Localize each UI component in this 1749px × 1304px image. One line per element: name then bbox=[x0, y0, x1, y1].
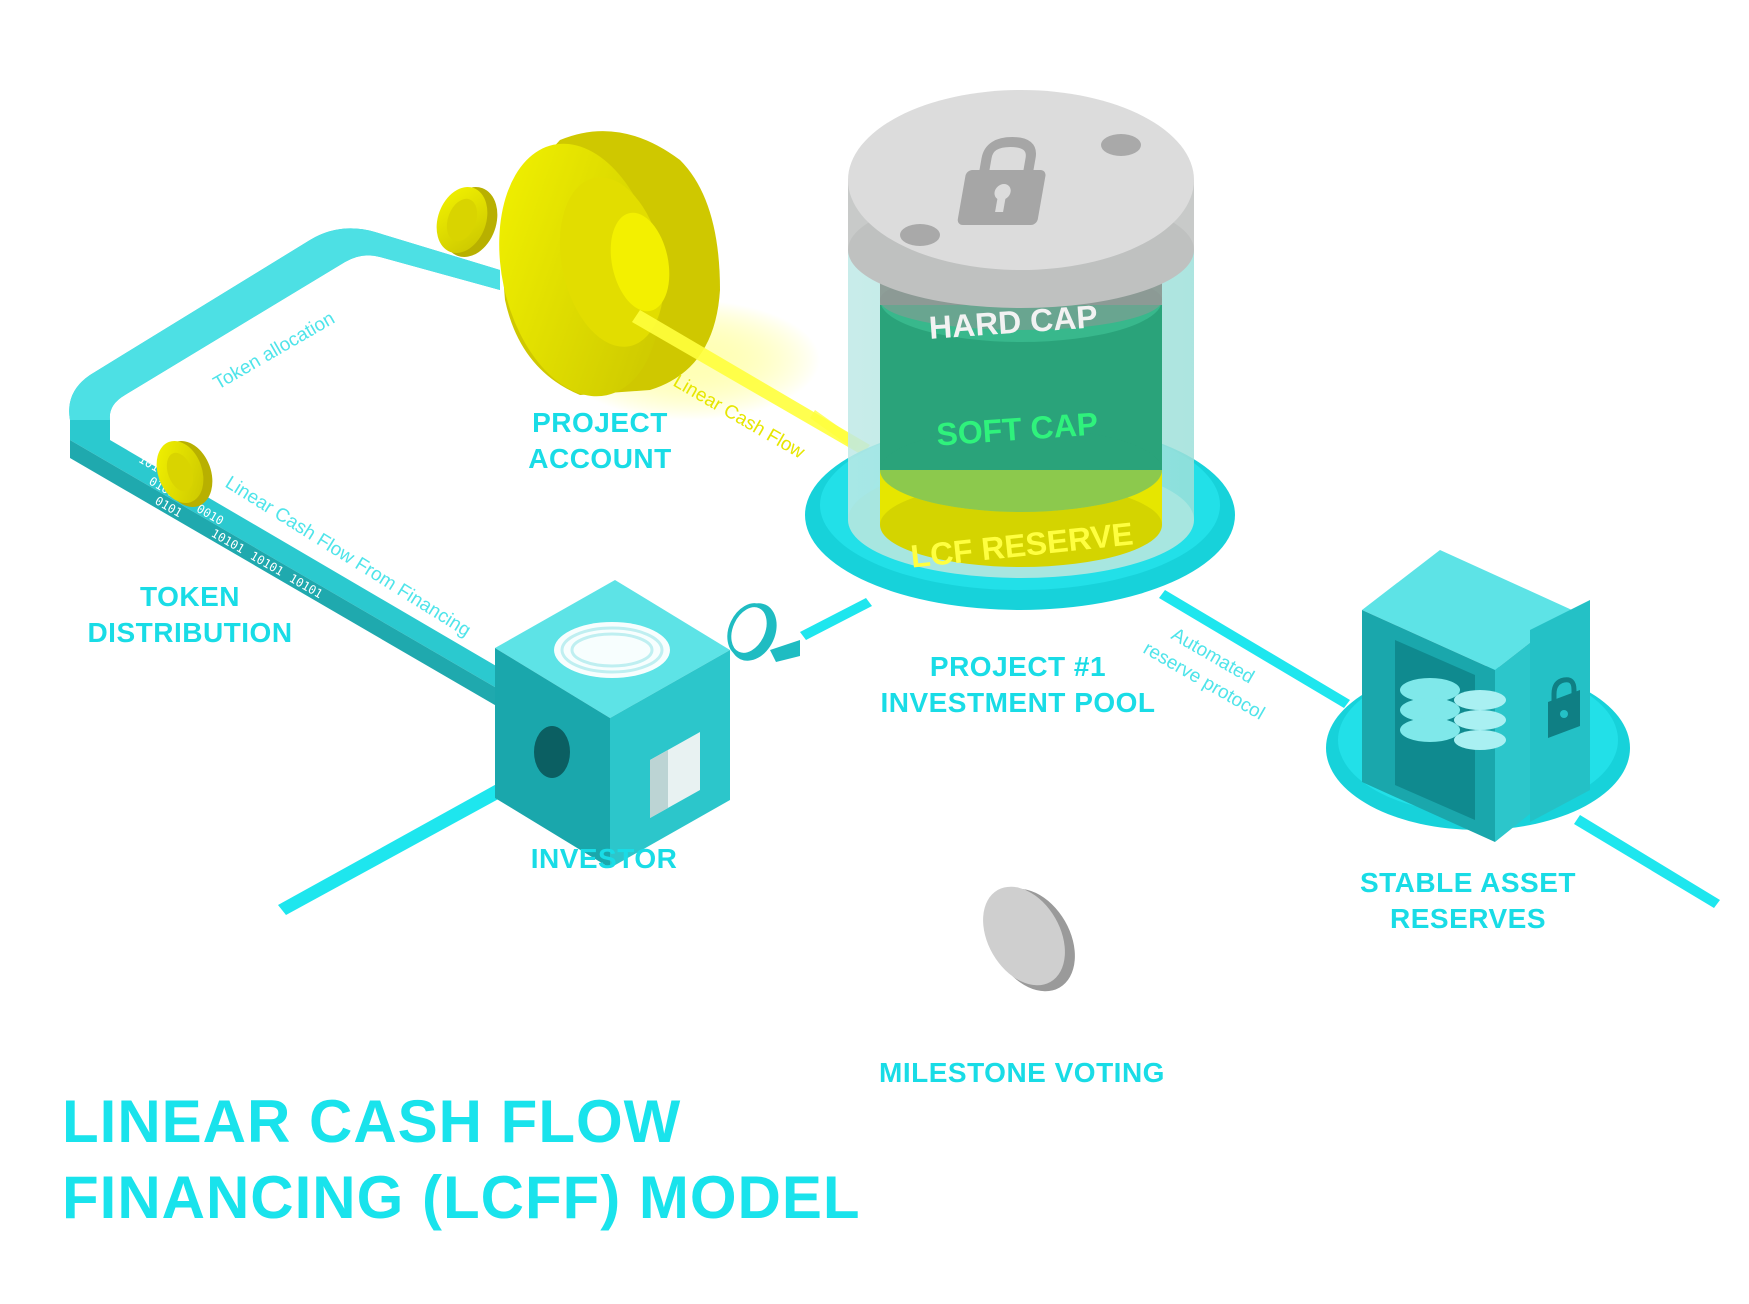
magnifier-icon bbox=[727, 603, 800, 662]
coin-stack-icon bbox=[1400, 678, 1506, 750]
beam-to-investor bbox=[278, 760, 548, 915]
lock-icon bbox=[957, 136, 1046, 225]
investment-pool-cylinder bbox=[848, 90, 1194, 578]
title-line-2: FINANCING (LCFF) MODEL bbox=[62, 1164, 861, 1231]
milestone-voting-label: MILESTONE VOTING bbox=[879, 1057, 1165, 1088]
stable-reserves-vault bbox=[1326, 550, 1630, 842]
vault-lock-icon bbox=[1548, 677, 1580, 738]
investor-cube bbox=[495, 580, 730, 868]
track-side bbox=[70, 440, 500, 708]
investor-hole bbox=[534, 726, 570, 778]
project-account-label-2: ACCOUNT bbox=[528, 443, 672, 474]
beam-investor-pool bbox=[800, 598, 872, 640]
beam-reserves-out bbox=[1574, 815, 1720, 908]
token-track bbox=[69, 228, 520, 708]
investor-label: INVESTOR bbox=[531, 843, 678, 874]
milestone-voting-coin bbox=[983, 886, 1075, 992]
stable-reserves-label-2: RESERVES bbox=[1390, 903, 1546, 934]
small-coin-top bbox=[436, 187, 498, 257]
beam-pool-reserves bbox=[1159, 590, 1350, 708]
project-account-label-1: PROJECT bbox=[532, 407, 668, 438]
track-top bbox=[69, 228, 500, 420]
token-distribution-label-1: TOKEN bbox=[140, 581, 240, 612]
binary-10: 00 bbox=[312, 618, 332, 637]
project-account-coin bbox=[499, 131, 870, 455]
stable-reserves-label-1: STABLE ASSET bbox=[1360, 867, 1576, 898]
small-coin-left bbox=[156, 441, 213, 507]
investment-pool-label-2: INVESTMENT POOL bbox=[880, 687, 1155, 718]
investment-pool-label-1: PROJECT #1 bbox=[930, 651, 1106, 682]
token-distribution-label-2: DISTRIBUTION bbox=[87, 617, 292, 648]
title-line-1: LINEAR CASH FLOW bbox=[62, 1088, 681, 1155]
